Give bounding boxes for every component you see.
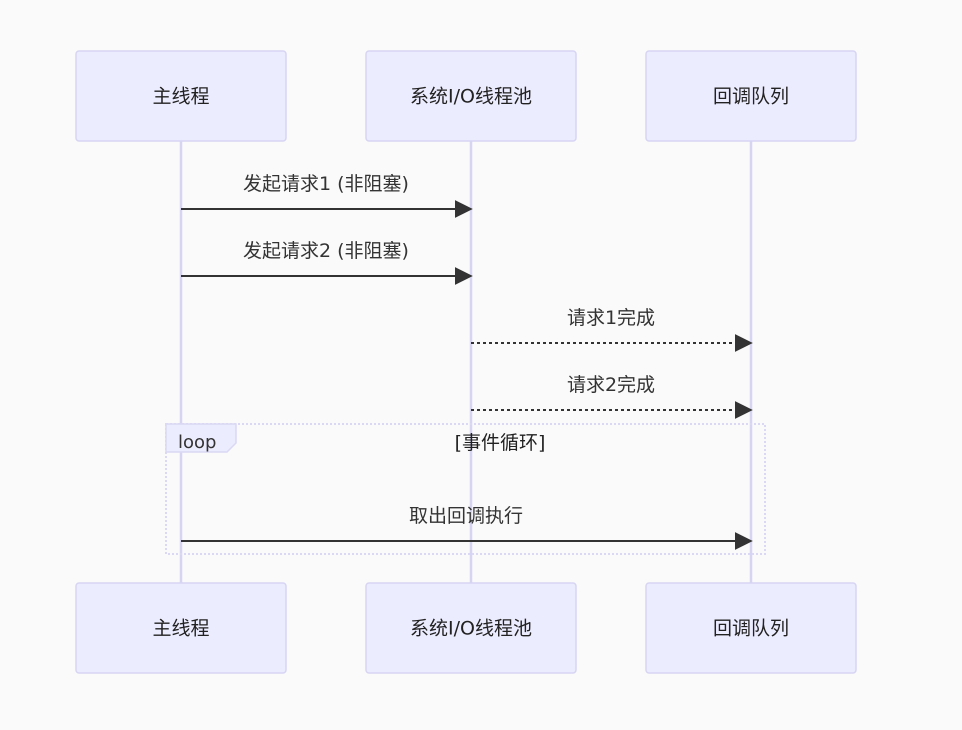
actor-label: 系统I/O线程池 bbox=[410, 618, 532, 640]
message-label: 取出回调执行 bbox=[409, 505, 523, 527]
actor-main-thread-top: 主线程 bbox=[75, 50, 287, 142]
actor-io-thread-pool-bottom: 系统I/O线程池 bbox=[365, 582, 577, 674]
message-label: 请求2完成 bbox=[567, 374, 655, 396]
actor-label: 主线程 bbox=[152, 618, 209, 640]
loop-block: loop [事件循环] bbox=[165, 423, 766, 555]
message-label: 发起请求2 (非阻塞) bbox=[243, 240, 409, 262]
message-1: 发起请求1 (非阻塞) bbox=[181, 173, 473, 218]
message-4: 请求2完成 bbox=[471, 374, 753, 419]
loop-frame bbox=[165, 423, 766, 555]
loop-tab bbox=[165, 423, 237, 453]
actor-callback-queue-bottom: 回调队列 bbox=[645, 582, 857, 674]
message-5: 取出回调执行 bbox=[181, 505, 753, 550]
actor-callback-queue-top: 回调队列 bbox=[645, 50, 857, 142]
actor-label: 回调队列 bbox=[713, 618, 789, 640]
message-2: 发起请求2 (非阻塞) bbox=[181, 240, 473, 285]
loop-title: [事件循环] bbox=[455, 432, 546, 454]
message-label: 发起请求1 (非阻塞) bbox=[243, 173, 409, 195]
actor-label: 系统I/O线程池 bbox=[410, 86, 532, 108]
message-label: 请求1完成 bbox=[567, 307, 655, 329]
actor-label: 回调队列 bbox=[713, 86, 789, 108]
actor-main-thread-bottom: 主线程 bbox=[75, 582, 287, 674]
actor-label: 主线程 bbox=[152, 86, 209, 108]
message-3: 请求1完成 bbox=[471, 307, 753, 352]
actor-io-thread-pool-top: 系统I/O线程池 bbox=[365, 50, 577, 142]
loop-keyword: loop bbox=[178, 432, 216, 453]
